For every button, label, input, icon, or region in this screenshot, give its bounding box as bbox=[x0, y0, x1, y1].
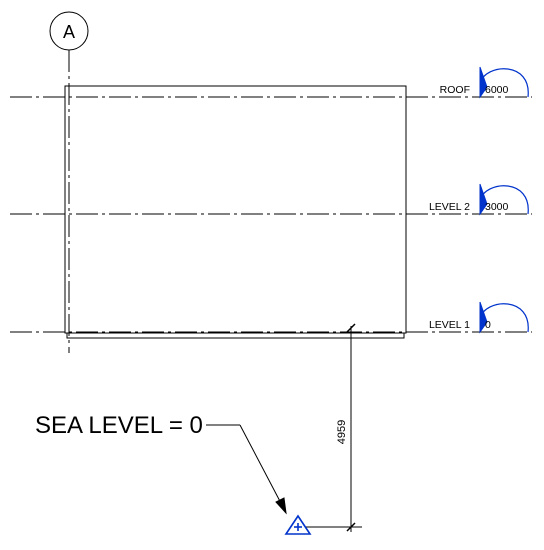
level-elevation: 0 bbox=[485, 319, 491, 331]
grid-label: A bbox=[63, 22, 75, 42]
level-elevation-marker-icon[interactable] bbox=[479, 66, 529, 99]
note-text: SEA LEVEL = 0 bbox=[35, 412, 203, 439]
grid-bubble-icon[interactable] bbox=[49, 11, 89, 51]
level-name: LEVEL 2 bbox=[429, 201, 470, 213]
arrow-head-icon bbox=[275, 497, 287, 515]
grid-line-a[interactable]: A bbox=[49, 11, 89, 353]
sea-level-note[interactable]: SEA LEVEL = 0 bbox=[35, 412, 287, 515]
elevation-dimension[interactable]: 4959 bbox=[336, 323, 362, 532]
dimension-value: 4959 bbox=[336, 420, 348, 444]
level-level-2[interactable]: LEVEL 2 3000 bbox=[10, 183, 532, 216]
level-name: ROOF bbox=[440, 84, 470, 96]
level-name: LEVEL 1 bbox=[429, 319, 470, 331]
building-outline[interactable] bbox=[64, 85, 407, 339]
level-elevation-marker-icon[interactable] bbox=[479, 301, 529, 334]
note-leader bbox=[239, 424, 284, 508]
level-roof[interactable]: ROOF 6000 bbox=[10, 66, 532, 99]
level-elevation: 6000 bbox=[485, 84, 509, 96]
survey-point-triangle-icon[interactable] bbox=[284, 514, 312, 535]
level-level-1[interactable]: LEVEL 1 0 bbox=[10, 301, 532, 334]
level-elevation: 3000 bbox=[485, 201, 509, 213]
level-elevation-marker-icon[interactable] bbox=[479, 183, 529, 216]
survey-point[interactable] bbox=[284, 514, 340, 535]
